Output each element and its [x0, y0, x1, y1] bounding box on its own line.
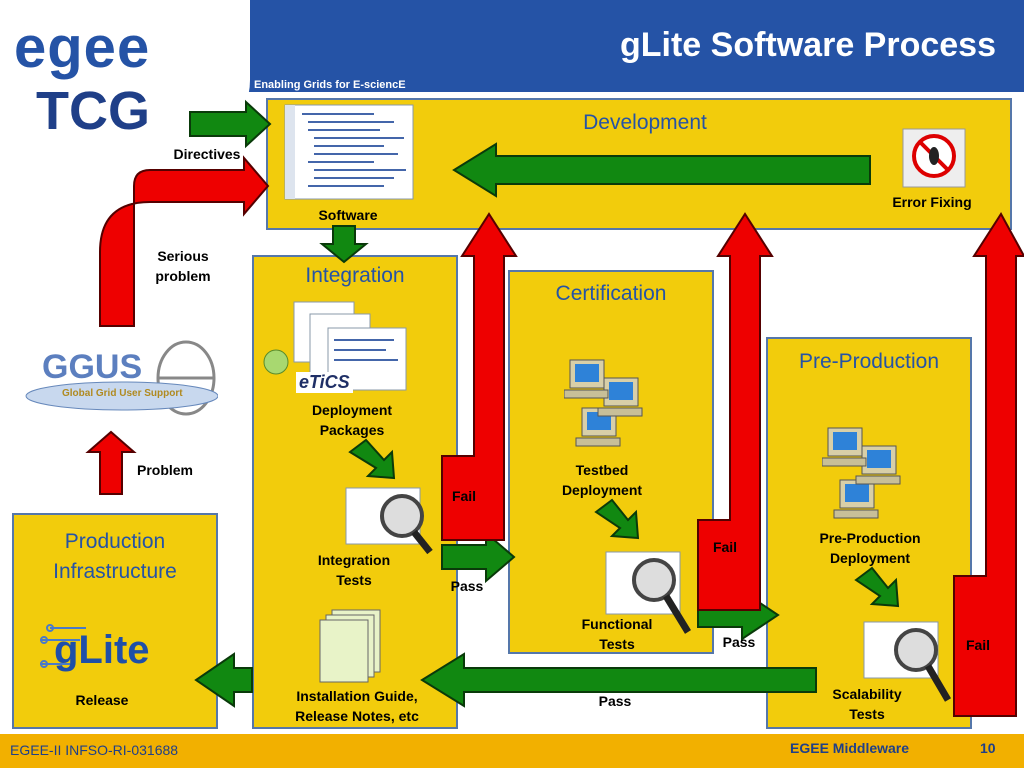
pass-certification-label: Pass: [722, 634, 756, 650]
error-fixing-label: Error Fixing: [892, 194, 972, 210]
production-title: Production Infrastructure: [53, 530, 177, 583]
scalability-tests-label: Scalability Tests: [832, 686, 902, 722]
pass-preproduction-label: Pass: [598, 693, 632, 709]
egee-logo: egee: [14, 15, 151, 80]
documents-icon: [319, 609, 381, 683]
deployment-packages-label: Deployment Packages: [311, 402, 393, 438]
software-code-icon: [284, 104, 414, 200]
directives-arrow: [189, 99, 272, 149]
error-fix-arrow: [452, 142, 871, 198]
release-arrow: [194, 652, 253, 708]
serious-problem-arrow: [99, 155, 270, 327]
glite-logo: gLite: [40, 620, 180, 680]
integration-tests-label: Integration Tests: [317, 552, 391, 588]
software-down-arrow: [319, 225, 369, 264]
fail-certification-arrow: [697, 212, 774, 611]
deploy-to-integration-arrow: [348, 438, 396, 480]
footer-section: EGEE Middleware: [790, 740, 910, 756]
page-number: 10: [980, 740, 996, 756]
preproduction-deployment-label: Pre-Production Deployment: [819, 530, 921, 566]
preproduction-computers-icon: [822, 427, 901, 519]
tagline: Enabling Grids for E-sciencE: [254, 79, 406, 91]
problem-arrow: [85, 430, 137, 495]
software-label: Software: [318, 207, 378, 223]
integration-title: Integration: [305, 264, 405, 287]
serious-problem-label: Serious problem: [155, 248, 211, 284]
preprod-to-scalability-arrow: [854, 566, 900, 608]
fail-certification-label: Fail: [712, 539, 738, 555]
development-title: Development: [583, 111, 707, 134]
functional-tests-label: Functional Tests: [581, 616, 653, 652]
ggus-logo: GGUS Global Grid User Support: [22, 338, 218, 428]
testbed-deployment-label: Testbed Deployment: [561, 462, 643, 498]
preproduction-title: Pre-Production: [798, 350, 940, 373]
problem-label: Problem: [136, 462, 193, 478]
fail-preproduction-label: Fail: [965, 637, 991, 653]
pass-preproduction-arrow: [420, 652, 817, 708]
pass-integration-label: Pass: [450, 578, 484, 594]
footer-project-id: EGEE-II INFSO-RI-031688: [10, 742, 179, 758]
release-label: Release: [75, 692, 129, 708]
footer-bar: [0, 734, 1024, 768]
functional-tests-icon: [605, 551, 691, 634]
testbed-to-functional-arrow: [594, 498, 640, 540]
bug-fix-icon: [902, 128, 966, 188]
page-title: gLite Software Process: [619, 26, 996, 64]
fail-integration-arrow: [441, 212, 518, 541]
directives-label: Directives: [173, 146, 241, 162]
testbed-computers-icon: [564, 359, 643, 447]
integration-tests-icon: [345, 487, 433, 555]
fail-integration-label: Fail: [451, 488, 477, 504]
scalability-tests-icon: [863, 621, 952, 702]
production-panel: [12, 513, 218, 729]
fail-preproduction-arrow: [953, 212, 1024, 717]
etics-logo: eTiCS: [296, 372, 353, 393]
tcg-logo: TCG: [36, 81, 150, 141]
certification-title: Certification: [555, 282, 667, 305]
installation-guide-label: Installation Guide, Release Notes, etc: [295, 688, 419, 724]
pass-integration-arrow: [441, 530, 516, 584]
